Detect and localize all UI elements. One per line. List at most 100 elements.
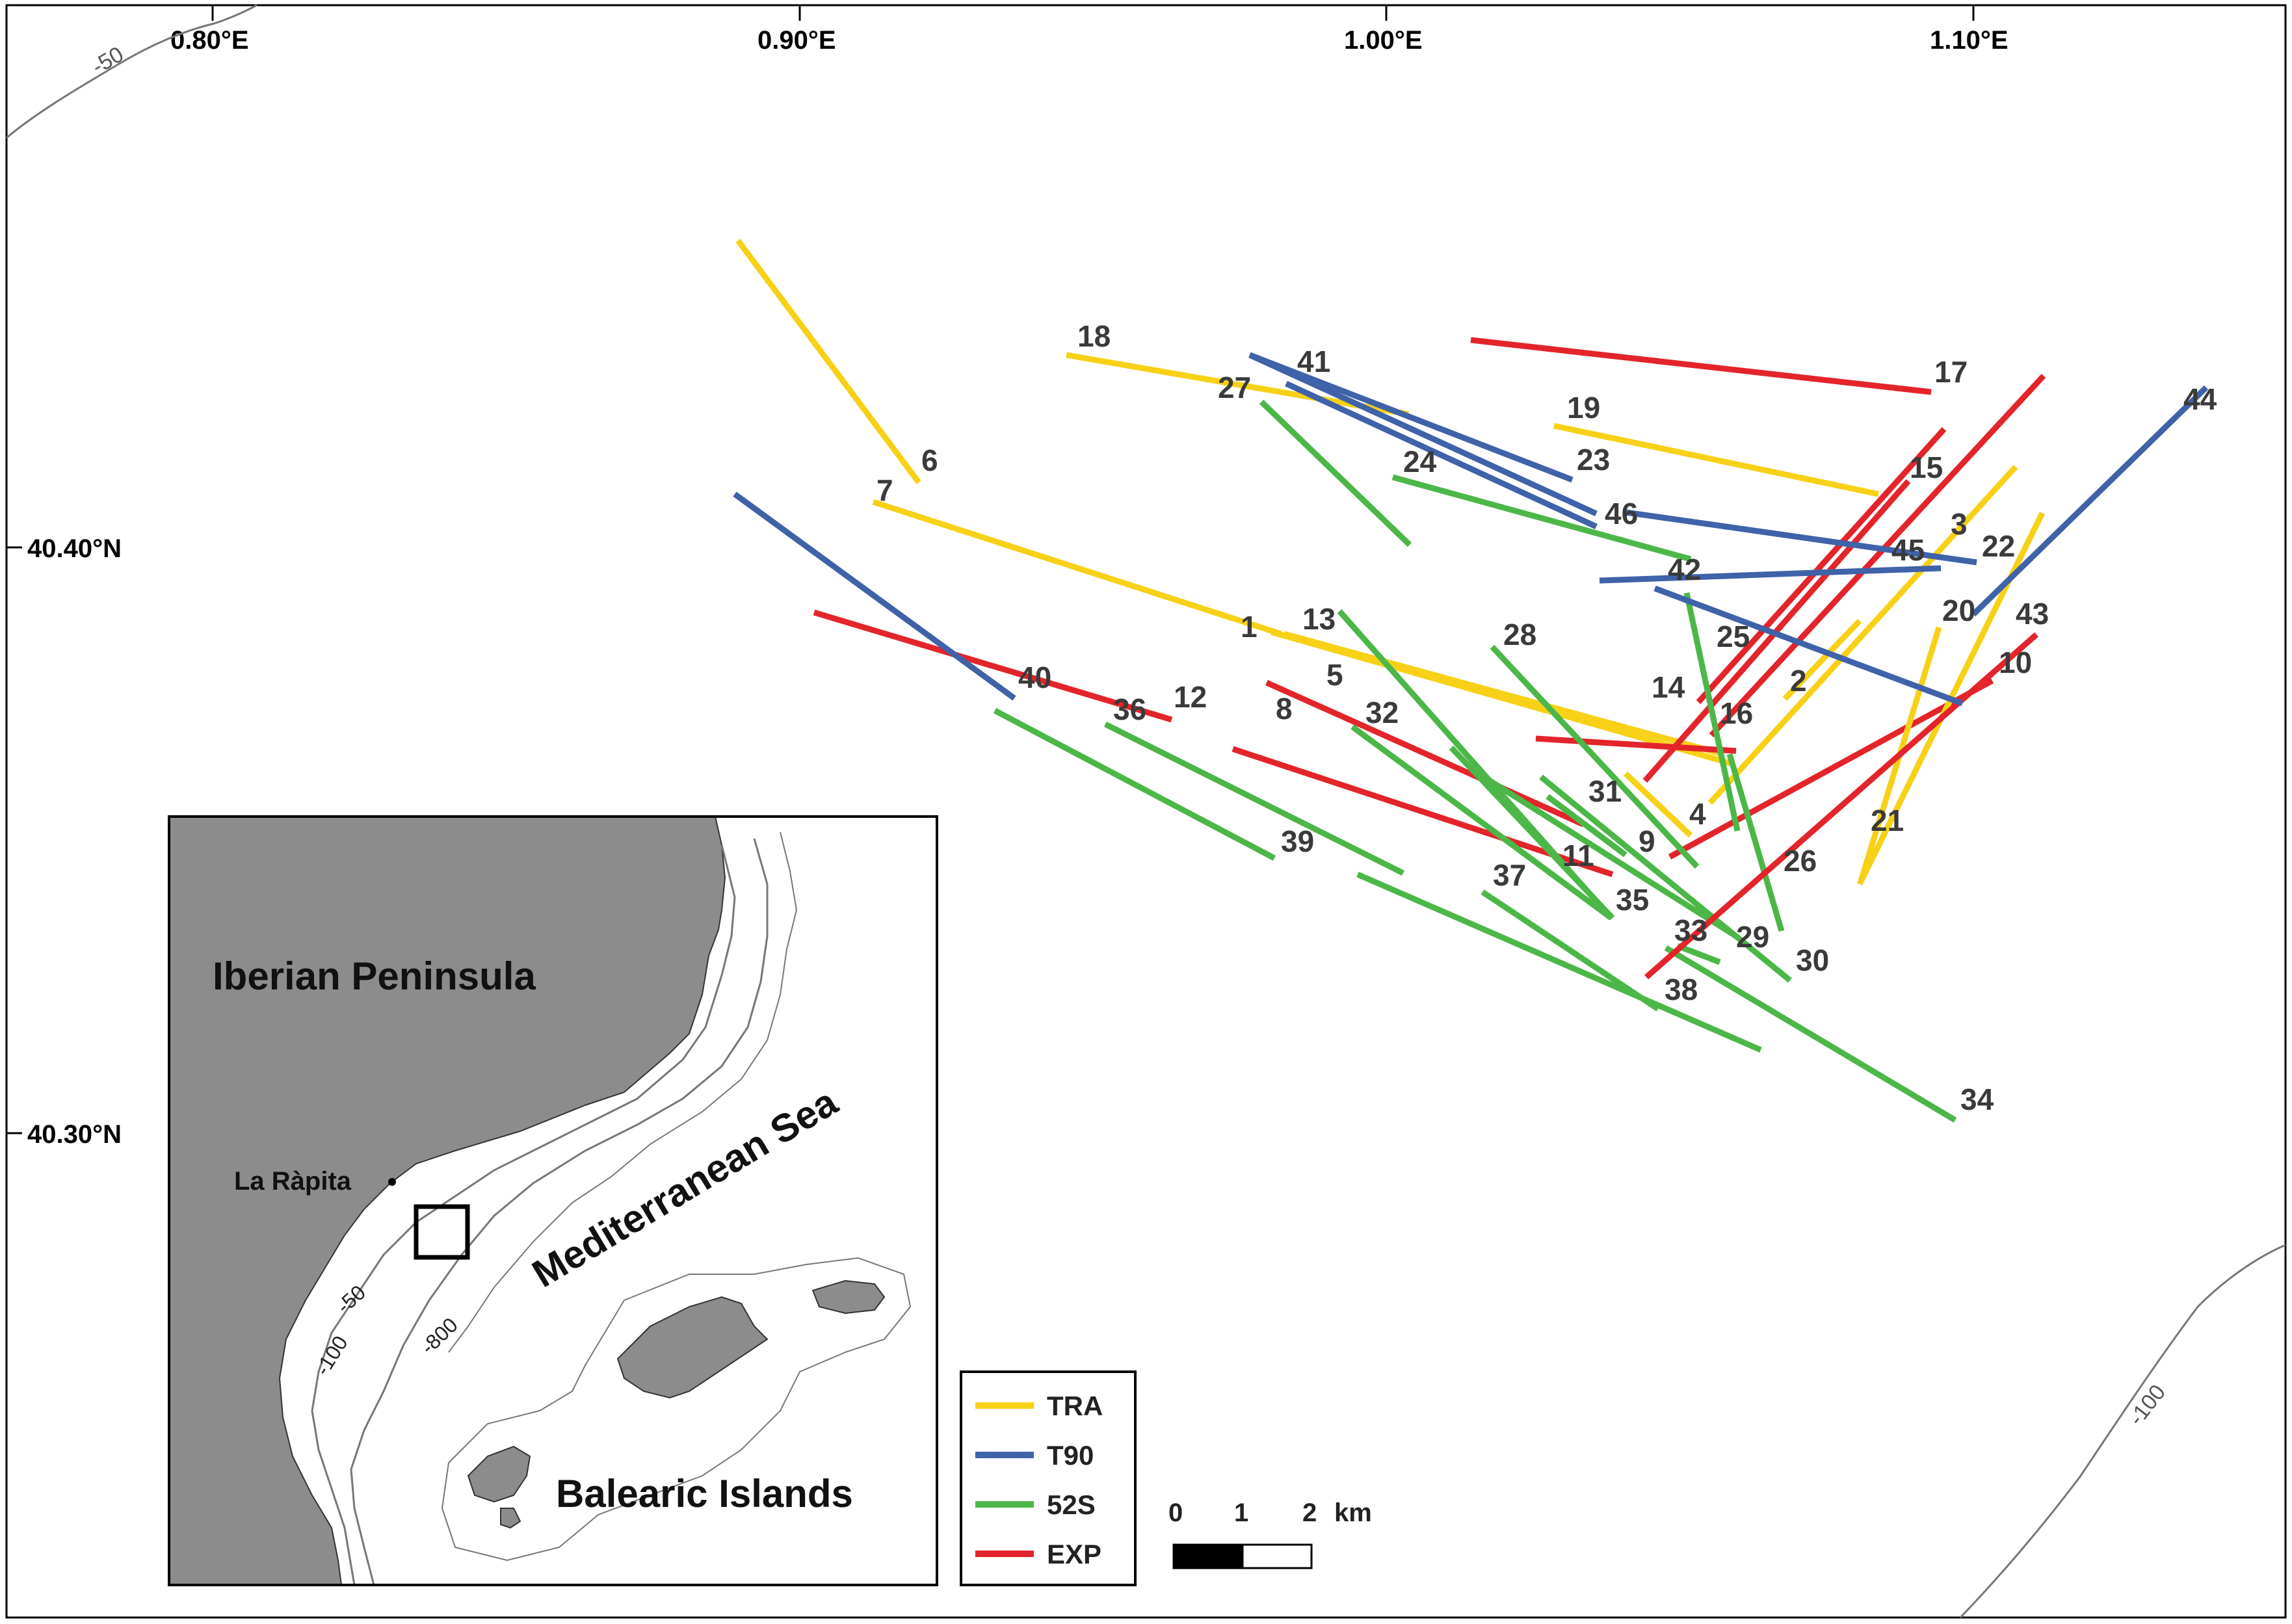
haul-line-17	[1470, 337, 1932, 395]
haul-line-28	[1490, 644, 1700, 869]
haul-label-33: 33	[1674, 913, 1707, 947]
inset-land-iberia	[168, 816, 726, 1586]
haul-line-9	[1535, 735, 1737, 754]
haul-line-33	[1676, 943, 1721, 965]
scale-tick-1: 1	[1234, 1499, 1248, 1527]
haul-label-27: 27	[1218, 371, 1251, 404]
haul-label-8: 8	[1276, 692, 1293, 726]
haul-label-3: 3	[1951, 507, 1968, 541]
haul-lines	[733, 239, 2209, 1123]
haul-label-21: 21	[1871, 804, 1904, 837]
haul-label-15: 15	[1910, 451, 1943, 484]
inset-frame	[168, 815, 938, 1586]
haul-label-46: 46	[1605, 497, 1638, 530]
scale-bar: 0 1 2 km	[1168, 1499, 1372, 1569]
haul-label-39: 39	[1281, 824, 1314, 858]
haul-label-14: 14	[1652, 670, 1685, 704]
town-marker	[388, 1178, 396, 1186]
legend: TRA T90 52S EXP	[960, 1370, 1137, 1586]
haul-label-5: 5	[1326, 658, 1343, 692]
inset-contour-50	[311, 845, 736, 1586]
haul-line-14	[1696, 426, 1947, 705]
inset-balearic-islands	[441, 1257, 912, 1562]
scale-segment-white	[1241, 1543, 1313, 1569]
haul-line-42	[1599, 565, 1942, 584]
lat-label-4040: 40.40°N	[27, 534, 122, 563]
haul-line-41	[1248, 352, 1598, 517]
haul-label-35: 35	[1616, 883, 1649, 917]
haul-label-45: 45	[1891, 533, 1925, 567]
haul-label-9: 9	[1639, 824, 1655, 858]
longitude-axis	[211, 5, 1975, 21]
haul-line-31	[1546, 794, 1627, 858]
haul-line-12	[813, 609, 1173, 723]
haul-label-24: 24	[1403, 445, 1437, 478]
haul-label-1: 1	[1241, 610, 1258, 644]
haul-label-17: 17	[1934, 355, 1968, 389]
haul-line-19	[1553, 423, 1879, 497]
haul-line-38	[1356, 871, 1762, 1053]
haul-label-11: 11	[1562, 839, 1594, 872]
haul-label-29: 29	[1736, 920, 1769, 954]
haul-line-24	[1391, 474, 1692, 562]
haul-label-42: 42	[1668, 553, 1701, 586]
haul-line-35	[1449, 745, 1615, 921]
scale-segment-black	[1172, 1543, 1244, 1569]
island-mallorca	[616, 1296, 769, 1399]
scale-unit: km	[1334, 1499, 1372, 1527]
haul-line-40	[733, 491, 1016, 701]
haul-line-45	[1653, 585, 1964, 707]
haul-line-5	[1283, 631, 1724, 757]
island-ibiza	[467, 1445, 531, 1503]
haul-label-38: 38	[1665, 973, 1698, 1006]
haul-label-13: 13	[1302, 602, 1336, 636]
haul-line-26	[1726, 753, 1785, 932]
haul-line-43	[1644, 632, 2038, 980]
town-label: La Ràpita	[234, 1167, 352, 1196]
haul-line-25	[1683, 592, 1741, 832]
haul-label-12: 12	[1174, 680, 1207, 714]
study-area-box	[414, 1204, 470, 1260]
haul-label-31: 31	[1588, 774, 1622, 808]
haul-label-32: 32	[1365, 696, 1399, 729]
haul-line-10	[1668, 678, 1994, 859]
scale-tick-0: 0	[1168, 1499, 1183, 1527]
inset-contour-800	[448, 832, 798, 1353]
haul-label-22: 22	[1982, 529, 2015, 563]
haul-label-23: 23	[1577, 443, 1610, 477]
lon-label-110: 1.10°E	[1930, 26, 2009, 55]
inset-label-islands: Balearic Islands	[556, 1472, 853, 1515]
legend-label-t90: T90	[1047, 1440, 1094, 1471]
haul-label-43: 43	[2016, 597, 2049, 631]
haul-label-18: 18	[1077, 319, 1111, 353]
haul-label-30: 30	[1796, 943, 1829, 977]
haul-labels: 1234567891011121314151617181920212223242…	[876, 319, 2217, 1116]
haul-line-32	[1350, 724, 1613, 921]
haul-line-30	[1539, 774, 1792, 983]
haul-label-37: 37	[1493, 858, 1526, 892]
island-formentera	[500, 1508, 521, 1529]
haul-label-36: 36	[1113, 692, 1146, 726]
island-menorca	[811, 1279, 886, 1315]
haul-line-34	[1664, 945, 1957, 1123]
depth-contour-50	[6, 4, 257, 139]
haul-line-7	[872, 499, 1282, 637]
legend-label-tra: TRA	[1047, 1391, 1103, 1421]
haul-line-27	[1259, 399, 1412, 547]
haul-line-46	[1285, 380, 1598, 530]
haul-line-22	[1625, 509, 1977, 566]
inset-label-peninsula: Iberian Peninsula	[213, 954, 536, 998]
haul-line-8	[1265, 679, 1585, 828]
haul-label-4: 4	[1689, 797, 1706, 831]
haul-label-2: 2	[1790, 664, 1807, 698]
haul-label-25: 25	[1717, 620, 1750, 653]
balearic-contour	[441, 1257, 912, 1562]
lon-label-100: 1.00°E	[1344, 26, 1423, 55]
haul-line-23	[1248, 352, 1574, 483]
haul-line-16	[1709, 373, 2046, 738]
lon-label-090: 0.90°E	[757, 26, 836, 55]
latitude-axis	[7, 546, 22, 1134]
haul-label-20: 20	[1942, 594, 1975, 627]
haul-label-28: 28	[1503, 618, 1536, 651]
